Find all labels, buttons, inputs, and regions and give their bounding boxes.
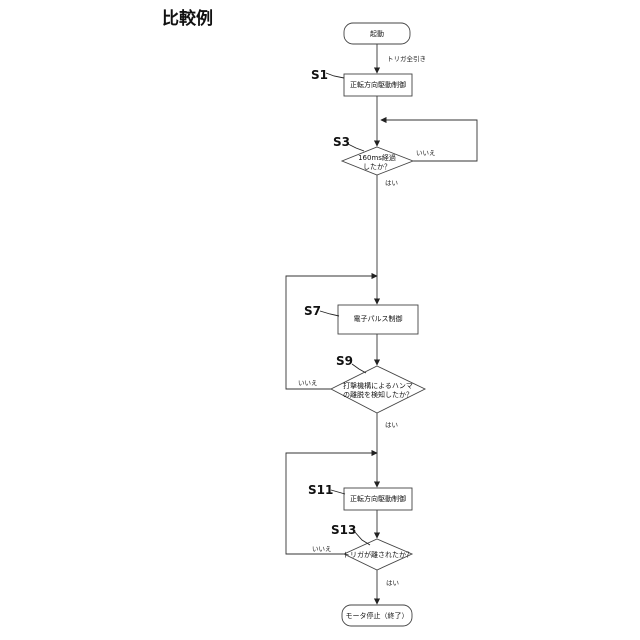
decision-s13-label: トリガが離されたか？	[343, 550, 413, 559]
end-label: モータ停止（終了）	[346, 611, 409, 620]
step-leader-s1	[326, 73, 344, 78]
edge-label-s13-no: いいえ	[312, 545, 332, 553]
step-label-s9: S9	[336, 354, 353, 368]
step-leader-s7	[320, 311, 339, 316]
edge-label-s9-yes: はい	[385, 421, 398, 429]
start-label: 起動	[370, 29, 384, 38]
decision-s3-label-1: 160ms経過	[358, 153, 396, 162]
decision-s9-label-2: の離脱を検知したか？	[343, 390, 413, 399]
step-label-s7: S7	[304, 304, 321, 318]
edge-label-trigger: トリガ全引き	[387, 54, 426, 63]
edge-label-s9-no: いいえ	[298, 379, 318, 387]
step-label-s11: S11	[308, 483, 333, 497]
step-leader-s9	[352, 364, 366, 373]
step-label-s13: S13	[331, 523, 356, 537]
decision-s9-label-1: 打撃機構によるハンマ	[343, 381, 413, 390]
edge-label-s13-yes: はい	[386, 579, 399, 587]
process-s1-label: 正転方向駆動制御	[350, 80, 406, 89]
step-leader-s3	[348, 144, 364, 151]
process-s7-label: 電子パルス制御	[354, 314, 403, 323]
step-label-s3: S3	[333, 135, 350, 149]
edge-label-s3-yes: はい	[385, 179, 398, 187]
edge-label-s3-no: いいえ	[416, 149, 436, 157]
step-label-s1: S1	[311, 68, 328, 82]
decision-s3-label-2: したか？	[363, 163, 391, 171]
process-s11-label: 正転方向駆動制御	[350, 494, 406, 503]
diagram-title: 比較例	[162, 8, 213, 29]
